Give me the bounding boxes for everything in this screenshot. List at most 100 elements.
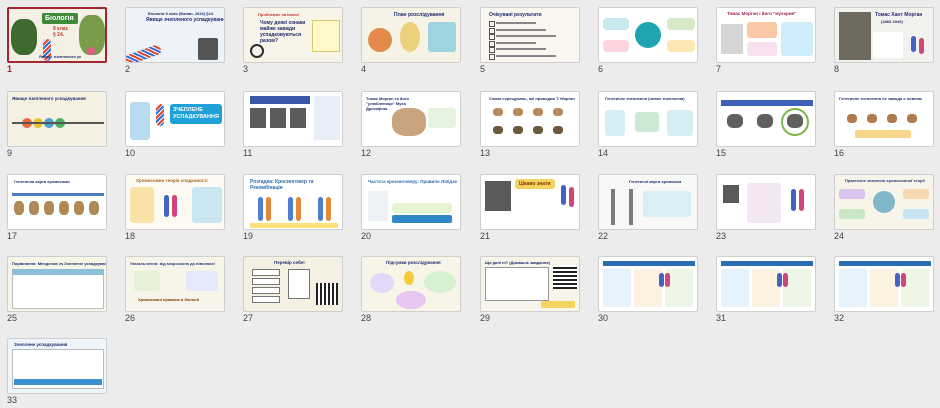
fly-icon bbox=[513, 126, 523, 134]
slide-thumbnail-12[interactable]: Томас Морган та його "улюблениця" Муха Д… bbox=[361, 91, 461, 158]
slide-thumbnail-31[interactable]: 31 bbox=[716, 256, 816, 323]
slide-thumbnail-text: Хромосомні правила в біології bbox=[138, 297, 200, 302]
slide-preview[interactable] bbox=[243, 91, 343, 147]
slide-thumbnail-25[interactable]: Порівняння: Менделєв vs Зчеплене успадку… bbox=[7, 256, 107, 323]
slide-number: 19 bbox=[243, 231, 254, 241]
slide-thumbnail-23[interactable]: 23 bbox=[716, 174, 816, 241]
fly-icon bbox=[29, 201, 39, 215]
slide-thumbnail-15[interactable]: 15 bbox=[716, 91, 816, 158]
slide-thumbnail-29[interactable]: Що далі ні? (Домашнє завдання)29 bbox=[480, 256, 580, 323]
fly-icon bbox=[533, 126, 543, 134]
slide-preview[interactable]: Томас Морган і його "мухарня" bbox=[716, 7, 816, 63]
chromosome-icon bbox=[326, 197, 331, 221]
slide-preview[interactable]: Генетична карта хромосоми bbox=[7, 174, 107, 230]
slide-preview[interactable]: Цікаво знати bbox=[480, 174, 580, 230]
slide-thumbnail-text: Явище зчепленого успадкування bbox=[39, 54, 81, 59]
slide-thumbnail-text: Зчеплене успадкування bbox=[14, 342, 68, 347]
slide-preview[interactable]: Біологія 9 клас (Балан, 2026) §24.Явище … bbox=[125, 7, 225, 63]
slide-thumbnail-7[interactable]: Томас Морган і його "мухарня"7 bbox=[716, 7, 816, 74]
chromosome-icon bbox=[318, 197, 323, 221]
slide-preview[interactable]: Розгадка: Кросинговер та Рекомбінація bbox=[243, 174, 343, 230]
slide-preview[interactable] bbox=[716, 256, 816, 312]
slide-preview[interactable]: Генетичне зчеплення (повне зчеплення) bbox=[598, 91, 698, 147]
slide-number: 1 bbox=[7, 64, 13, 74]
slide-preview[interactable]: Схема схрещувань, які проводив Т. Морган bbox=[480, 91, 580, 147]
checkbox bbox=[489, 40, 495, 47]
answer-box bbox=[252, 269, 280, 276]
slide-preview[interactable] bbox=[598, 7, 698, 63]
slide-preview[interactable] bbox=[716, 91, 816, 147]
slide-thumbnail-8[interactable]: Томас Хант Морган(1866-1945)8 bbox=[834, 7, 934, 74]
info-panel bbox=[634, 269, 662, 307]
slide-preview[interactable]: Зчеплене успадкування bbox=[7, 338, 107, 394]
portrait-photo bbox=[250, 108, 266, 128]
slide-preview[interactable]: Практичне значення хромосомної теорії bbox=[834, 174, 934, 230]
info-box bbox=[643, 191, 691, 217]
slide-thumbnail-text: Порівняння: Менделєв vs Зчеплене успадку… bbox=[12, 261, 107, 266]
dna-icon bbox=[156, 104, 164, 126]
slide-thumbnail-13[interactable]: Схема схрещувань, які проводив Т. Морган… bbox=[480, 91, 580, 158]
slide-thumbnail-2[interactable]: Біологія 9 клас (Балан, 2026) §24.Явище … bbox=[125, 7, 225, 74]
info-box bbox=[839, 189, 865, 199]
magnifier-icon bbox=[250, 44, 264, 58]
slide-thumbnail-27[interactable]: Перевір себе!27 bbox=[243, 256, 343, 323]
info-box bbox=[903, 209, 929, 219]
slide-preview[interactable]: ЗЧЕПЛЕНЕ УСПАДКУВАННЯ bbox=[125, 91, 225, 147]
slide-thumbnail-26[interactable]: Узагальнення: від мікроскопа до вівсяних… bbox=[125, 256, 225, 323]
slide-preview[interactable]: Підсумки розслідування bbox=[361, 256, 461, 312]
chromosome-icon bbox=[164, 195, 169, 217]
slide-thumbnail-11[interactable]: 11 bbox=[243, 91, 343, 158]
info-box bbox=[605, 110, 625, 136]
footer-bar bbox=[250, 223, 338, 228]
slide-preview[interactable]: Порівняння: Менделєв vs Зчеплене успадку… bbox=[7, 256, 107, 312]
chromosome-icon bbox=[901, 273, 906, 287]
slide-number: 20 bbox=[361, 231, 372, 241]
slide-thumbnail-32[interactable]: 32 bbox=[834, 256, 934, 323]
info-box bbox=[781, 22, 813, 56]
slide-thumbnail-6[interactable]: 6 bbox=[598, 7, 698, 74]
slide-preview[interactable]: Що далі ні? (Домашнє завдання) bbox=[480, 256, 580, 312]
slide-preview[interactable]: Частота кросинговеру: Правило Ліпідзе bbox=[361, 174, 461, 230]
text-line bbox=[496, 48, 546, 50]
slide-preview[interactable]: Явище зчепленого успадкування bbox=[7, 91, 107, 147]
chromosome-line bbox=[629, 189, 633, 225]
slide-preview[interactable] bbox=[716, 174, 816, 230]
slide-preview[interactable]: Хромосомна теорія спадковості bbox=[125, 174, 225, 230]
slide-preview[interactable]: Проблемне питання!Чому деякі ознаки майж… bbox=[243, 7, 343, 63]
slide-thumbnail-text: Біологія bbox=[45, 15, 74, 22]
slide-thumbnail-3[interactable]: Проблемне питання!Чому деякі ознаки майж… bbox=[243, 7, 343, 74]
slide-preview[interactable]: Томас Морган та його "улюблениця" Муха Д… bbox=[361, 91, 461, 147]
slide-number: 2 bbox=[125, 64, 131, 74]
slide-preview[interactable]: Генетичні карти хромосом bbox=[598, 174, 698, 230]
slide-preview[interactable]: Узагальнення: від мікроскопа до вівсяних… bbox=[125, 256, 225, 312]
slide-preview[interactable] bbox=[834, 256, 934, 312]
checkbox bbox=[489, 34, 495, 40]
slide-preview[interactable]: Очікувані результати bbox=[480, 7, 580, 63]
slide-thumbnail-text: Генетичні карти хромосом bbox=[629, 179, 682, 184]
slide-thumbnail-14[interactable]: Генетичне зчеплення (повне зчеплення)14 bbox=[598, 91, 698, 158]
slide-thumbnail-text: Томас Морган і його "мухарня" bbox=[727, 11, 797, 16]
slide-thumbnail-text: План розслідування bbox=[394, 12, 445, 18]
slide-preview[interactable]: План розслідування bbox=[361, 7, 461, 63]
slide-preview[interactable]: Генетичне зчеплення не завжди є повним bbox=[834, 91, 934, 147]
slide-preview[interactable] bbox=[598, 256, 698, 312]
slide-thumbnail-30[interactable]: 30 bbox=[598, 256, 698, 323]
slide-preview[interactable]: Томас Хант Морган(1866-1945) bbox=[834, 7, 934, 63]
slide-preview[interactable]: Перевір себе! bbox=[243, 256, 343, 312]
